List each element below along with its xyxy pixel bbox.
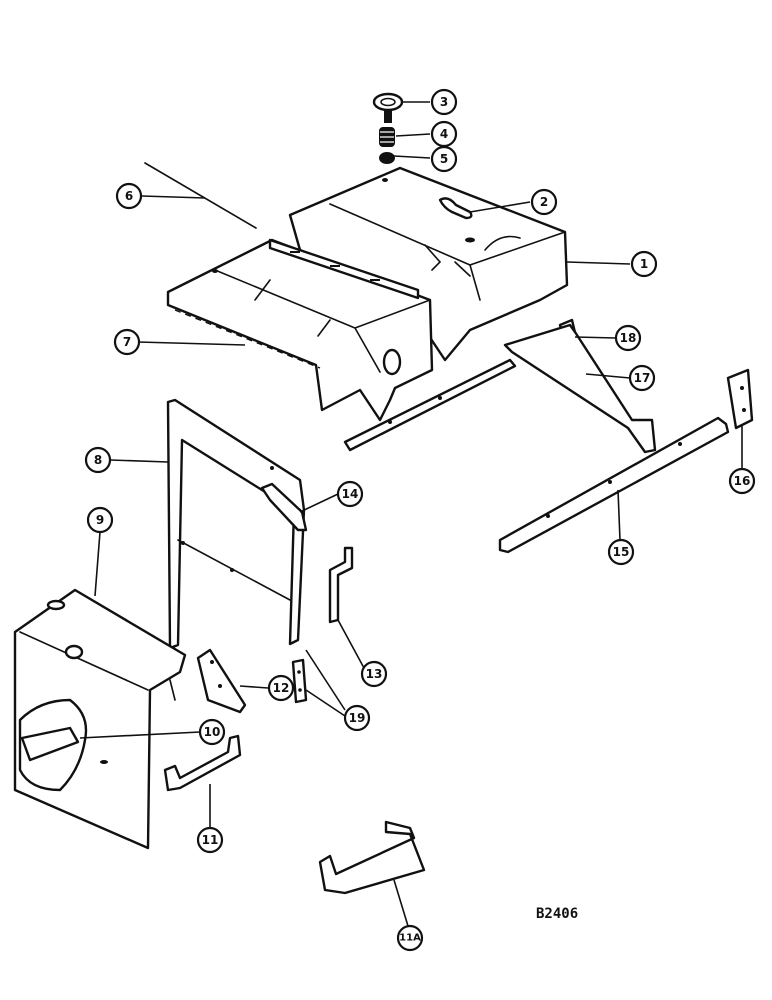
callout-10: 10 xyxy=(198,718,226,746)
svg-text:13: 13 xyxy=(366,667,383,681)
callout-18: 18 xyxy=(614,324,642,352)
part-12-gusset xyxy=(196,648,247,714)
callout-9: 9 xyxy=(86,506,114,534)
part-6-rod xyxy=(144,162,257,229)
svg-text:16: 16 xyxy=(734,474,751,488)
svg-text:5: 5 xyxy=(440,152,448,166)
part-13-strap xyxy=(328,546,354,624)
callout-11: 11 xyxy=(196,826,224,854)
part-1-hood-rear xyxy=(288,166,569,362)
callout-7: 7 xyxy=(113,328,141,356)
part-11a-strap xyxy=(318,820,426,895)
callout-14: 14 xyxy=(336,480,364,508)
hood-lower-rail xyxy=(343,358,517,452)
part-8-frame xyxy=(166,398,306,650)
svg-text:12: 12 xyxy=(273,681,290,695)
part-4-spring xyxy=(379,127,395,147)
svg-text:1: 1 xyxy=(640,257,648,271)
part-16-plate xyxy=(726,368,754,430)
drawing-number: B2406 xyxy=(536,906,578,922)
callout-11a: 11A xyxy=(396,924,424,952)
leader-lines xyxy=(79,101,743,927)
callout-2: 2 xyxy=(530,188,558,216)
callout-12: 12 xyxy=(267,674,295,702)
callout-13: 13 xyxy=(360,660,388,688)
part-19-plates xyxy=(291,658,308,704)
callout-17: 17 xyxy=(628,364,656,392)
part-14-bracket xyxy=(260,482,308,532)
svg-text:2: 2 xyxy=(540,195,548,209)
svg-text:11A: 11A xyxy=(399,933,421,944)
svg-text:3: 3 xyxy=(440,95,448,109)
svg-text:10: 10 xyxy=(204,725,221,739)
part-2-handle xyxy=(438,197,473,220)
callout-8: 8 xyxy=(84,446,112,474)
svg-text:6: 6 xyxy=(125,189,133,203)
svg-text:14: 14 xyxy=(342,487,359,501)
callout-15: 15 xyxy=(607,538,635,566)
svg-text:18: 18 xyxy=(620,331,637,345)
part-17-support-rail xyxy=(503,323,657,454)
part-9-side-panel xyxy=(13,588,187,850)
callout-1: 1 xyxy=(630,250,658,278)
svg-text:4: 4 xyxy=(440,127,448,141)
part-15-channel xyxy=(498,416,730,554)
svg-text:15: 15 xyxy=(613,545,630,559)
svg-text:8: 8 xyxy=(94,453,102,467)
callout-6: 6 xyxy=(115,182,143,210)
callout-5: 5 xyxy=(430,145,458,173)
part-7-hood-front xyxy=(166,238,434,422)
part-11-strap xyxy=(163,734,242,792)
part-5-washer xyxy=(379,152,395,164)
part-3-eye-bolt xyxy=(372,92,404,123)
svg-text:7: 7 xyxy=(123,335,131,349)
svg-text:19: 19 xyxy=(349,711,366,725)
callout-4: 4 xyxy=(430,120,458,148)
callout-16: 16 xyxy=(728,467,756,495)
svg-text:17: 17 xyxy=(634,371,651,385)
svg-text:9: 9 xyxy=(96,513,104,527)
callout-3: 3 xyxy=(430,88,458,116)
svg-text:11: 11 xyxy=(202,833,219,847)
callout-19: 19 xyxy=(343,704,371,732)
